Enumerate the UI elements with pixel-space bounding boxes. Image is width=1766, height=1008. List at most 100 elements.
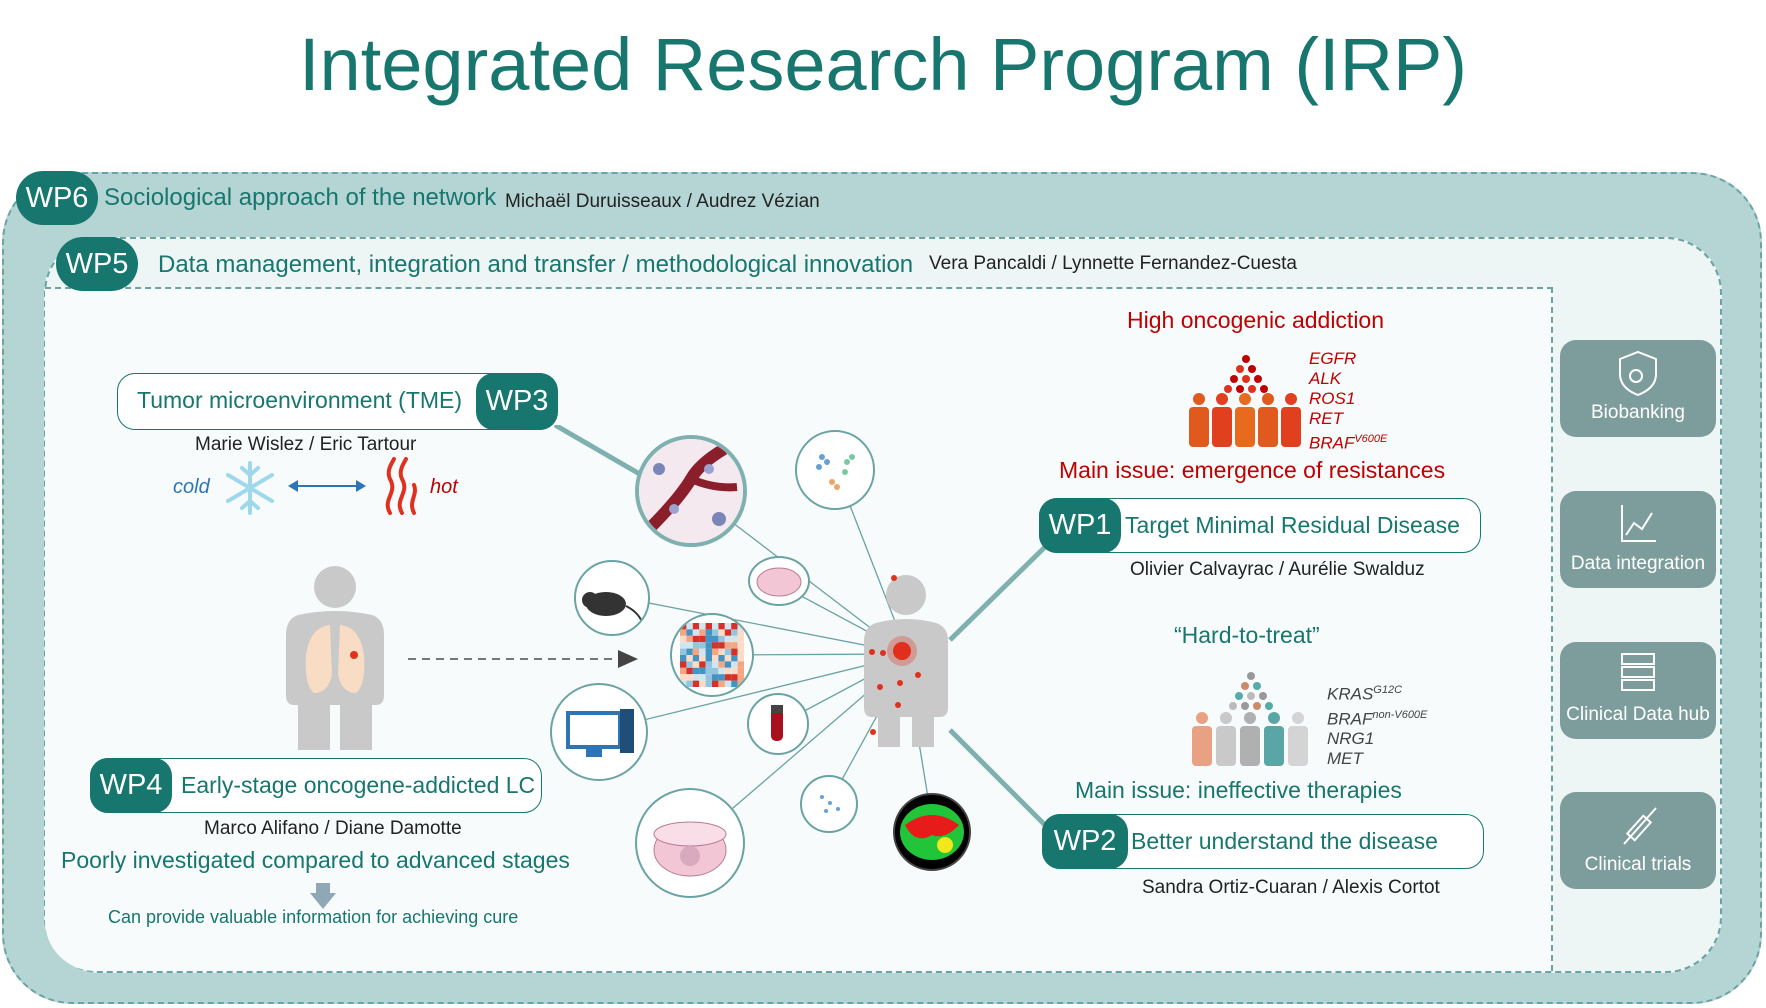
heatmap-cell — [699, 674, 706, 681]
population-high-icon — [1189, 355, 1301, 447]
high-issue: Main issue: emergence of resistances — [1059, 457, 1446, 483]
hard-title: “Hard-to-treat” — [1174, 622, 1320, 648]
population-person — [1216, 712, 1236, 766]
heatmap-cell — [712, 680, 719, 687]
heatmap-cell — [680, 623, 687, 630]
heatmap-cell — [699, 655, 706, 662]
heatmap-cell — [705, 655, 712, 662]
heatmap-cell — [737, 642, 744, 649]
wp5-heading: Data management, integration and transfe… — [158, 251, 914, 278]
heatmap-cell — [692, 655, 700, 662]
heatmap-cell — [724, 674, 732, 681]
population-person — [1264, 712, 1284, 766]
heatmap-cell — [692, 661, 700, 668]
heatmap-cell — [686, 655, 693, 662]
heatmap-cell — [692, 623, 700, 630]
heatmap-cell — [731, 642, 738, 649]
population-person — [1288, 712, 1308, 766]
wp4-note-primary: Poorly investigated compared to advanced… — [61, 847, 570, 873]
heatmap-cell — [699, 635, 706, 643]
population-dot — [1248, 385, 1256, 393]
population-dot — [1235, 692, 1243, 700]
blood-tube-image — [747, 693, 809, 755]
heatmap-cell — [712, 667, 719, 675]
heatmap-cell — [686, 674, 693, 681]
population-person — [1192, 712, 1212, 766]
heatmap-cell — [731, 674, 738, 681]
heatmap-cell — [680, 629, 687, 636]
population-person — [1235, 393, 1255, 447]
population-dot — [1253, 702, 1261, 710]
cold-label: cold — [173, 476, 210, 498]
heatmap-cell — [692, 674, 700, 681]
heatmap-cell — [712, 642, 719, 649]
heatmap-cell — [712, 648, 719, 655]
heatmap-cell — [724, 629, 732, 636]
heatmap-cell — [705, 635, 712, 643]
sidebar-item-biobanking[interactable]: Biobanking — [1560, 340, 1716, 437]
population-dot — [1236, 385, 1244, 393]
heatmap-cell — [680, 667, 687, 675]
heatmap-cell — [712, 635, 719, 643]
heatmap-cell — [680, 674, 687, 681]
wp5-names: Vera Pancaldi / Lynnette Fernandez-Cuest… — [929, 253, 1297, 274]
population-dot — [1253, 682, 1261, 690]
heatmap-cell — [724, 623, 732, 630]
wp6-names: Michaël Duruisseaux / Audrez Vézian — [505, 191, 820, 212]
dashed-arrow — [408, 650, 638, 668]
computer-image — [550, 683, 648, 781]
heatmap-image — [670, 613, 754, 697]
petri-dish-image — [748, 556, 810, 606]
heatmap-cell — [705, 674, 712, 681]
gene-kras-g12c: KRASG12C — [1327, 684, 1403, 704]
heatmap-cell — [705, 661, 712, 668]
heatmap-cell — [718, 667, 725, 675]
heatmap-cell — [718, 629, 725, 636]
organoid-culture-image — [635, 788, 745, 898]
population-dot — [1247, 692, 1255, 700]
heatmap-cell — [718, 648, 725, 655]
heatmap-cell — [680, 642, 687, 649]
population-person — [1258, 393, 1278, 447]
sidebar-label-biobanking: Biobanking — [1590, 402, 1686, 423]
sidebar-item-data-integration[interactable]: Data integration — [1560, 491, 1716, 588]
heatmap-cell — [718, 674, 725, 681]
page-title: Integrated Research Program (IRP) — [298, 23, 1468, 106]
sidebar-item-clinical-data-hub[interactable]: Clinical Data hub — [1560, 642, 1716, 739]
heatmap-cell — [718, 661, 725, 668]
heatmap-cell — [705, 642, 712, 649]
wp3-names: Marie Wislez / Eric Tartour — [195, 434, 417, 455]
wp3-badge: WP3 — [476, 373, 558, 430]
sidebar-item-clinical-trials[interactable]: Clinical trials — [1560, 792, 1716, 889]
heatmap-cell — [705, 623, 712, 630]
heatmap-cell — [731, 623, 738, 630]
heatmap-cell — [686, 623, 693, 630]
wp4-names: Marco Alifano / Diane Damotte — [204, 818, 462, 839]
heatmap-cell — [731, 635, 738, 643]
high-gene-list: EGFR ALK ROS1 RET BRAFV600E — [1309, 349, 1387, 454]
heatmap-cell — [705, 680, 712, 687]
single-cell-plot-image — [795, 430, 875, 510]
population-dot — [1259, 692, 1267, 700]
heatmap-cell — [680, 648, 687, 655]
gene-braf-v600e: BRAFV600E — [1309, 433, 1388, 453]
heatmap-cell — [724, 655, 732, 662]
sidebar-label-clinical-data-hub: Clinical Data hub — [1566, 704, 1710, 725]
heatmap-cell — [737, 629, 744, 636]
population-dot — [1229, 702, 1237, 710]
flame-icon — [385, 457, 417, 515]
heatmap-cell — [692, 648, 700, 655]
snowflake-icon — [226, 461, 274, 515]
population-dot — [1224, 385, 1232, 393]
heatmap-cell — [718, 655, 725, 662]
heatmap-cell — [692, 667, 700, 675]
gene-egfr: EGFR — [1309, 349, 1357, 368]
gene-met: MET — [1327, 749, 1363, 769]
heatmap-cell — [737, 667, 744, 675]
wp5-badge: WP5 — [56, 237, 138, 291]
heatmap-cell — [705, 667, 712, 675]
wp2-badge: WP2 — [1042, 814, 1128, 869]
heatmap-cell — [686, 667, 693, 675]
population-dot — [1230, 375, 1238, 383]
heatmap-cell — [724, 642, 732, 649]
